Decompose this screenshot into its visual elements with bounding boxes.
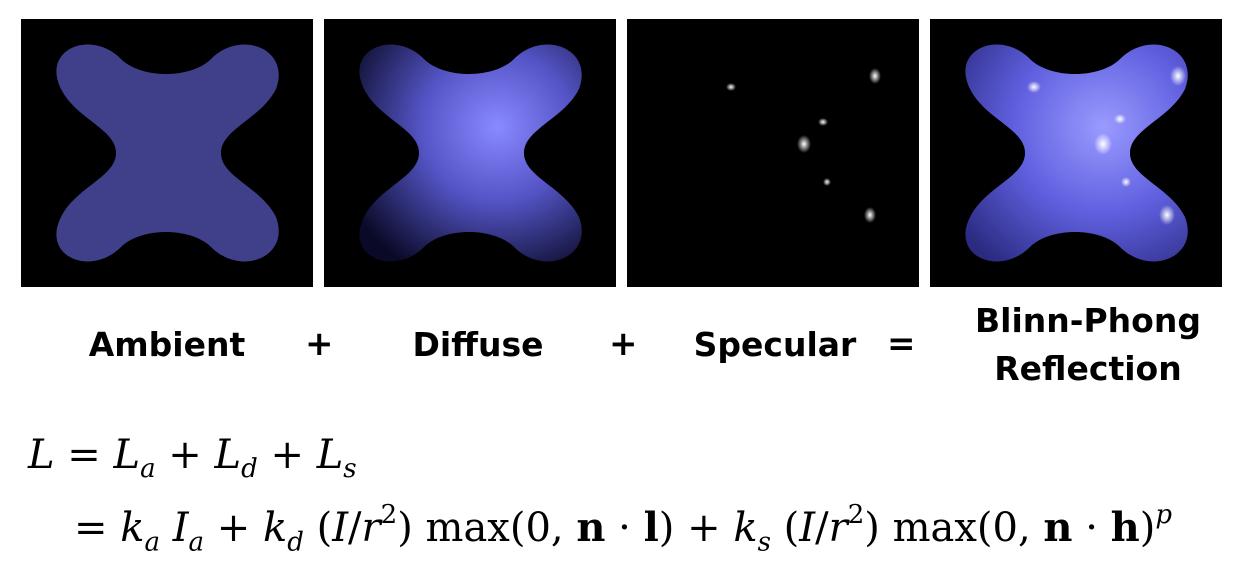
blinn-phong-shape — [930, 19, 1222, 287]
specular-panel — [627, 19, 919, 287]
equation-line-1: L = La + Ld + Ls — [28, 432, 357, 485]
equals-operator: = — [887, 324, 916, 364]
blinn-phong-panel — [930, 19, 1222, 287]
blinn-phong-label-line1: Blinn-Phong — [975, 301, 1201, 340]
ambient-shape — [21, 19, 313, 287]
diffuse-panel — [324, 19, 616, 287]
ambient-panel — [21, 19, 313, 287]
plus-operator-2: + — [609, 324, 638, 364]
specular-label: Specular — [693, 325, 857, 364]
diffuse-label: Diffuse — [412, 325, 544, 364]
plus-operator-1: + — [305, 324, 334, 364]
diffuse-shape — [324, 19, 616, 287]
equation-line-2: = ka Ia + kd (I/r2) max(0, n · l) + ks (… — [74, 500, 1172, 558]
blinn-phong-label-line2: Reflection — [994, 349, 1182, 388]
specular-highlights — [726, 68, 881, 223]
ambient-label: Ambient — [88, 325, 246, 364]
